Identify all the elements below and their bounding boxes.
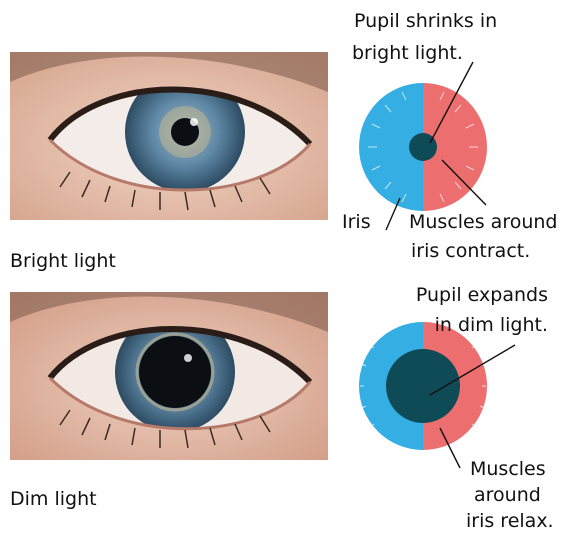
label-pupil-shrinks-line2: bright light. [352,40,463,67]
label-muscles-contract-line1: Muscles around [409,209,558,236]
label-muscles-relax-line1: Muscles [470,456,546,483]
iris-diagram-dim [359,322,487,450]
label-pupil-expands-line2: in dim light. [435,312,548,339]
label-muscles-relax-line3: iris relax. [466,508,554,535]
iris-diagram-bright [359,83,487,211]
label-iris: Iris [342,209,371,236]
pupil-large [386,349,460,423]
label-muscles-contract-line2: iris contract. [411,238,530,265]
label-pupil-expands-line1: Pupil expands [416,282,548,309]
label-pupil-shrinks-line1: Pupil shrinks in [354,8,497,35]
label-muscles-relax-line2: around [474,482,541,509]
